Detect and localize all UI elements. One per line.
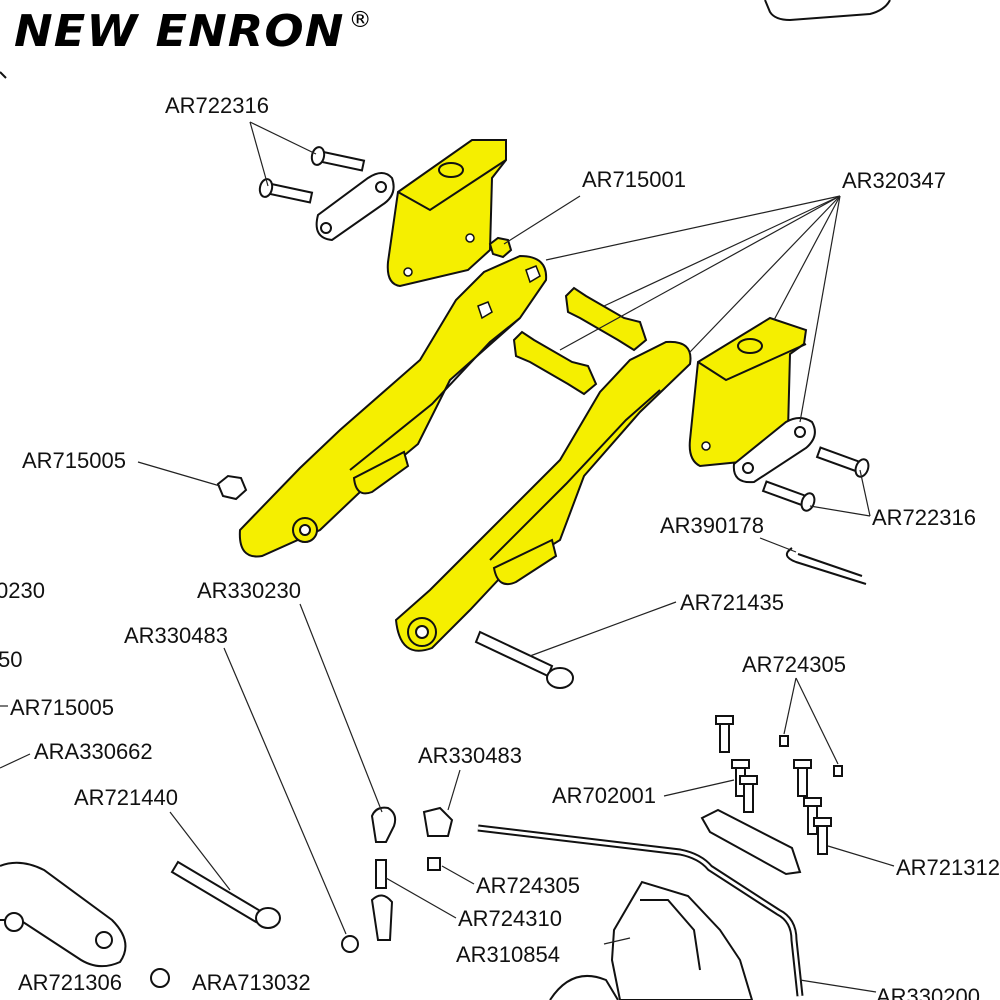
bracket-hole [701, 441, 711, 451]
bracket-boss [438, 162, 464, 178]
link-hole [742, 462, 754, 474]
ball-stud [4, 912, 24, 932]
bracket-hole [403, 267, 413, 277]
nut-ar715001 [488, 236, 513, 259]
arm-rib [489, 389, 661, 561]
label-ar320347: AR320347 [842, 168, 946, 193]
label-ar721306: AR721306 [18, 970, 122, 995]
label-50-partial: 50 [0, 647, 22, 672]
collar [422, 806, 454, 837]
partial-part-outline [764, 0, 891, 22]
edge-mark [0, 71, 7, 79]
arm-hex [477, 301, 493, 320]
arm-hole [95, 931, 113, 949]
link-hole [794, 426, 806, 438]
gearbox-edge [640, 899, 701, 971]
spacer [375, 859, 387, 889]
nut-ar715005 [216, 474, 248, 501]
arm-hole [415, 625, 429, 639]
screw-head [255, 907, 281, 929]
washer [150, 968, 170, 988]
rod-end [370, 806, 397, 843]
label-ar390178: AR390178 [660, 513, 764, 538]
label-ara330662: ARA330662 [34, 739, 153, 764]
label-ar722316-top: AR722316 [165, 93, 269, 118]
set-screw [427, 857, 441, 871]
label-ar330483-mid: AR330483 [418, 743, 522, 768]
bushing-lower [512, 330, 598, 396]
screw-head [546, 667, 574, 689]
part-labels: AR722316 AR715001 AR320347 AR715005 AR72… [0, 93, 1000, 1000]
label-ar330483-left: AR330483 [124, 623, 228, 648]
link-hole [375, 181, 387, 193]
label-ar721435: AR721435 [680, 590, 784, 615]
pin-right-upper [814, 442, 872, 480]
link-hole [320, 222, 332, 234]
trailing-arm-left [238, 254, 548, 558]
rod-end-lower [370, 894, 394, 941]
label-ar724305-bottom: AR724305 [476, 873, 580, 898]
pin-right-lower [760, 476, 818, 514]
cotter-pin [785, 547, 867, 585]
screw-group [715, 715, 843, 855]
arm-tab [352, 450, 410, 495]
label-ara713032: ARA713032 [192, 970, 311, 995]
bracket-plate [700, 808, 802, 876]
screw-ar721440 [170, 860, 264, 924]
arm-hex [525, 265, 541, 284]
label-ar721312: AR721312 [896, 855, 1000, 880]
screw-ar721435 [474, 630, 554, 678]
label-ar310854: AR310854 [456, 942, 560, 967]
label-ar722316-right: AR722316 [872, 505, 976, 530]
arm-tab [492, 538, 558, 586]
arm-partial-bottom-left [0, 861, 127, 968]
bracket-hole [465, 233, 475, 243]
label-ar702001: AR702001 [552, 783, 656, 808]
sway-bar-inner [477, 826, 802, 997]
gearbox-partial [610, 880, 754, 1000]
bracket-edge [697, 343, 807, 382]
link-plate-left [315, 172, 395, 242]
label-ar330230: AR330230 [197, 578, 301, 603]
registered-mark: ® [348, 8, 373, 33]
mount-bracket-left [386, 139, 507, 288]
label-0230-partial: 0230 [0, 578, 45, 603]
label-ar330200: AR330200 [876, 984, 980, 1000]
brand-name: NEW ENRON [14, 6, 345, 57]
label-ar715005-mid: AR715005 [22, 448, 126, 473]
brand-logo: NEW ENRON® [14, 6, 373, 57]
bushing-upper [564, 286, 648, 352]
label-ar724310: AR724310 [458, 906, 562, 931]
bracket-boss [737, 338, 763, 354]
trailing-arm-right [394, 340, 692, 652]
label-ar721440: AR721440 [74, 785, 178, 810]
gear-partial [549, 975, 619, 1000]
label-ar724305-top: AR724305 [742, 652, 846, 677]
leader-lines [0, 121, 895, 993]
bracket-edge [397, 159, 507, 212]
label-ar715005-left: AR715005 [10, 695, 114, 720]
arm-rib [349, 317, 521, 471]
label-ar715001: AR715001 [582, 167, 686, 192]
arm-hole [299, 524, 311, 536]
ball [341, 935, 359, 953]
pin-top [309, 144, 366, 176]
